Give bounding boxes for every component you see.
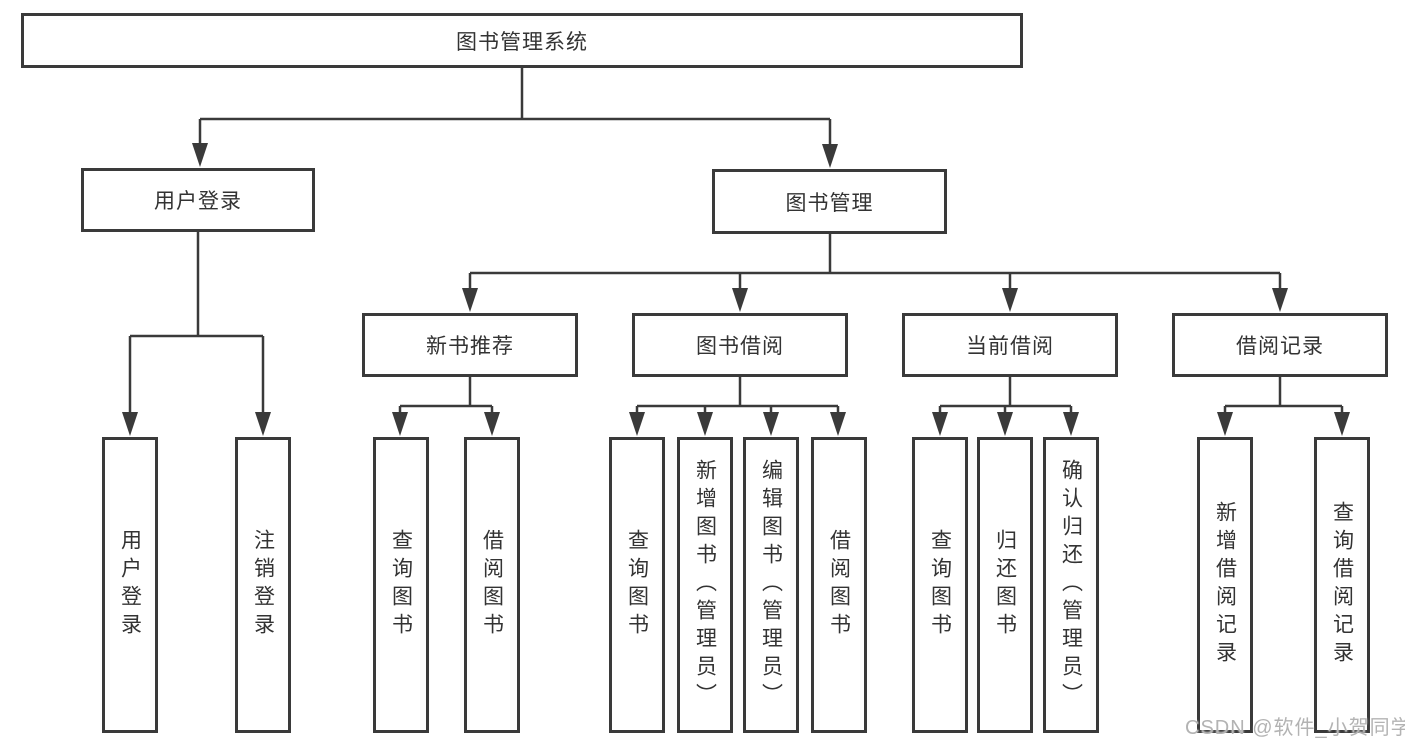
leaf-user-login: 用户登录 (102, 437, 158, 733)
leaf-query-books-recommend: 查询图书 (373, 437, 429, 733)
node-label: 新增图书（管理员） (693, 459, 717, 711)
leaf-return-book: 归还图书 (977, 437, 1033, 733)
node-label: 用户登录 (118, 529, 142, 641)
node-book-management: 图书管理 (712, 169, 947, 234)
node-label: 当前借阅 (966, 335, 1054, 358)
node-label: 注销登录 (251, 529, 275, 641)
node-root: 图书管理系统 (21, 13, 1023, 68)
arrow-icon (1002, 288, 1018, 312)
node-new-book-recommend: 新书推荐 (362, 313, 578, 377)
arrow-icon (732, 288, 748, 312)
node-label: 借阅图书 (827, 529, 851, 641)
node-label: 借阅记录 (1236, 335, 1324, 358)
leaf-query-books-borrow: 查询图书 (609, 437, 665, 733)
node-current-borrowing: 当前借阅 (902, 313, 1118, 377)
arrow-icon (1217, 412, 1233, 436)
arrow-icon (484, 412, 500, 436)
node-user-login: 用户登录 (81, 168, 315, 232)
node-book-borrowing: 图书借阅 (632, 313, 848, 377)
node-label: 查询图书 (928, 529, 952, 641)
arrow-icon (255, 412, 271, 436)
arrow-icon (830, 412, 846, 436)
arrow-icon (462, 288, 478, 312)
arrow-icon (1063, 412, 1079, 436)
csdn-watermark: CSDN @软件_小贺同学 (1185, 717, 1405, 739)
node-label: 查询图书 (625, 529, 649, 641)
node-label: 新增借阅记录 (1213, 501, 1237, 669)
node-label: 查询借阅记录 (1330, 501, 1354, 669)
arrow-icon (1334, 412, 1350, 436)
leaf-add-borrow-record: 新增借阅记录 (1197, 437, 1253, 733)
node-label: 用户登录 (154, 190, 242, 213)
arrow-icon (629, 412, 645, 436)
arrow-icon (1272, 288, 1288, 312)
node-label: 确认归还（管理员） (1059, 459, 1083, 711)
node-label: 新书推荐 (426, 335, 514, 358)
node-label: 借阅图书 (480, 529, 504, 641)
arrow-icon (932, 412, 948, 436)
node-label: 编辑图书（管理员） (759, 459, 783, 711)
node-label: 查询图书 (389, 529, 413, 641)
node-label: 图书管理系统 (456, 30, 588, 54)
node-label: 图书借阅 (696, 335, 784, 358)
leaf-query-borrow-record: 查询借阅记录 (1314, 437, 1370, 733)
node-borrowing-records: 借阅记录 (1172, 313, 1388, 377)
leaf-logout: 注销登录 (235, 437, 291, 733)
arrow-icon (392, 412, 408, 436)
leaf-borrow-books-recommend: 借阅图书 (464, 437, 520, 733)
arrow-icon (192, 143, 208, 167)
leaf-query-books-current: 查询图书 (912, 437, 968, 733)
node-label: 归还图书 (993, 529, 1017, 641)
arrow-icon (822, 144, 838, 168)
leaf-confirm-return-admin: 确认归还（管理员） (1043, 437, 1099, 733)
leaf-edit-book-admin: 编辑图书（管理员） (743, 437, 799, 733)
leaf-add-book-admin: 新增图书（管理员） (677, 437, 733, 733)
arrow-icon (697, 412, 713, 436)
arrow-icon (763, 412, 779, 436)
node-label: 图书管理 (785, 191, 874, 215)
arrow-icon (122, 412, 138, 436)
arrow-icon (997, 412, 1013, 436)
leaf-borrow-books: 借阅图书 (811, 437, 867, 733)
